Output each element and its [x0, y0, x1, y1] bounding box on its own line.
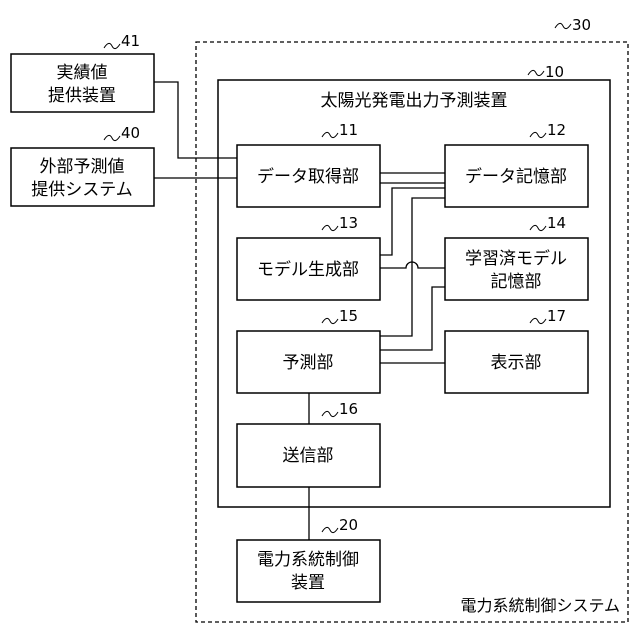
data-acquisition-label: データ取得部 [257, 166, 359, 187]
system-ref: 30 [572, 16, 591, 34]
display-label: 表示部 [491, 353, 542, 373]
block-external-forecast: 外部予測値 提供システム 40 [11, 124, 154, 206]
grid-control-ref: 20 [339, 516, 358, 534]
transmission-ref-leader [322, 411, 338, 416]
block-display: 表示部 17 [445, 307, 588, 393]
actual-provider-ref: 41 [121, 32, 140, 50]
block-data-storage: データ記憶部 12 [445, 121, 588, 207]
block-prediction: 予測部 15 [237, 307, 380, 393]
data-storage-ref-leader [530, 132, 546, 137]
prediction-ref-leader [322, 318, 338, 323]
block-data-acquisition: データ取得部 11 [237, 121, 380, 207]
apparatus-ref: 10 [545, 63, 564, 81]
prediction-label: 予測部 [283, 353, 334, 373]
data-acquisition-ref-leader [322, 132, 338, 137]
external-forecast-label-1: 外部予測値 [40, 157, 125, 177]
block-trained-model-storage: 学習済モデル 記憶部 14 [445, 214, 588, 300]
transmission-ref: 16 [339, 400, 358, 418]
trained-model-storage-label-2: 記憶部 [491, 272, 542, 292]
block-model-generation: モデル生成部 13 [237, 214, 380, 300]
apparatus-label: 太陽光発電出力予測装置 [321, 91, 508, 111]
apparatus-ref-leader [528, 70, 544, 75]
model-generation-label: モデル生成部 [257, 259, 359, 280]
grid-control-ref-leader [322, 527, 338, 532]
model-generation-ref-leader [322, 225, 338, 230]
system-ref-leader [555, 23, 571, 28]
actual-provider-ref-leader [104, 43, 120, 48]
display-ref: 17 [547, 307, 566, 325]
block-actual-provider: 実績値 提供装置 41 [11, 32, 154, 112]
grid-control-label-1: 電力系統制御 [257, 550, 359, 570]
line-storage-to-prediction [380, 198, 445, 336]
data-storage-label: データ記憶部 [465, 166, 567, 187]
trained-model-storage-label-1: 学習済モデル [465, 248, 567, 269]
data-storage-ref: 12 [547, 121, 566, 139]
actual-provider-label-2: 提供装置 [48, 86, 116, 106]
model-generation-ref: 13 [339, 214, 358, 232]
trained-model-storage-ref: 14 [547, 214, 566, 232]
external-forecast-ref-leader [104, 135, 120, 140]
external-forecast-label-2: 提供システム [31, 180, 133, 200]
trained-model-storage-ref-leader [530, 225, 546, 230]
external-forecast-ref: 40 [121, 124, 140, 142]
system-label: 電力系統制御システム [460, 596, 620, 615]
display-ref-leader [530, 318, 546, 323]
actual-provider-label-1: 実績値 [57, 63, 108, 83]
grid-control-label-2: 装置 [291, 573, 325, 593]
transmission-label: 送信部 [283, 446, 334, 466]
data-acquisition-ref: 11 [339, 121, 358, 139]
prediction-ref: 15 [339, 307, 358, 325]
